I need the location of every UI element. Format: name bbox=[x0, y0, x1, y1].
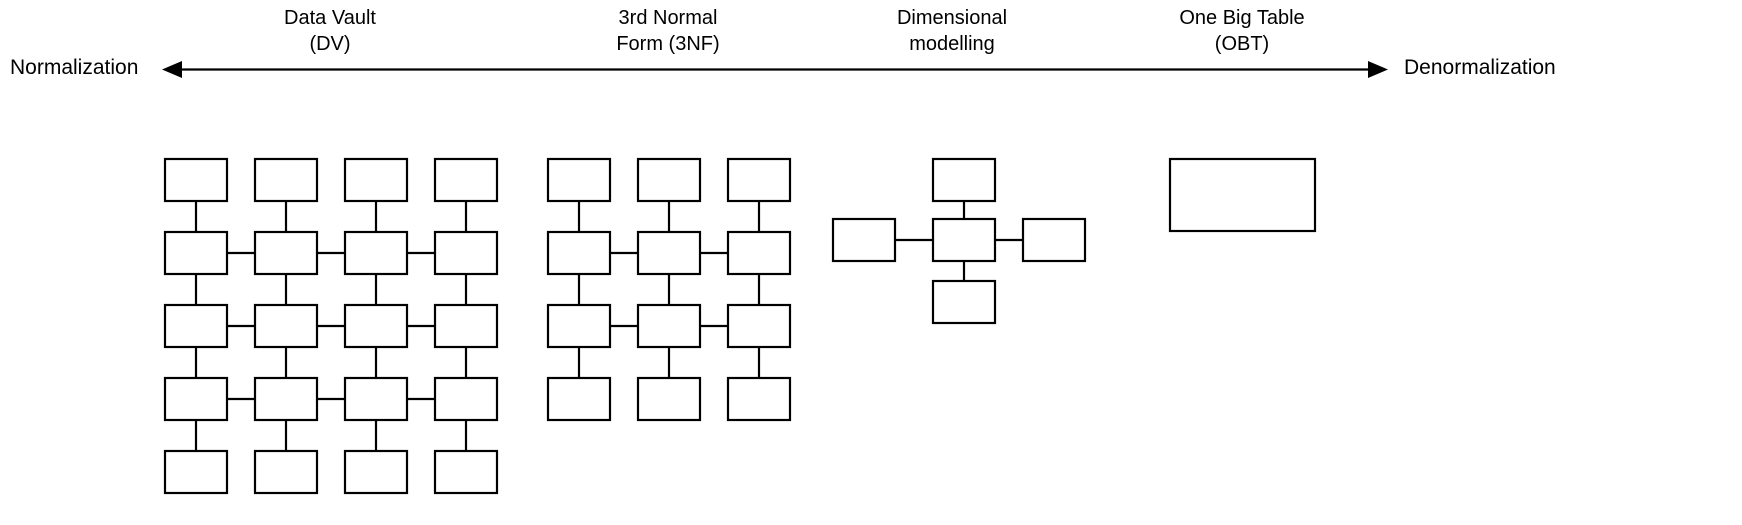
column-header-line1: Data Vault bbox=[284, 7, 376, 29]
table-node[interactable] bbox=[433, 157, 499, 203]
dv-edges bbox=[194, 201, 468, 451]
model-diagram-one-big-table bbox=[1168, 141, 1338, 241]
table-node[interactable] bbox=[433, 449, 499, 495]
table-node[interactable] bbox=[253, 449, 319, 495]
column-header-line1: Dimensional bbox=[896, 7, 1008, 29]
table-node[interactable] bbox=[726, 157, 792, 203]
table-node[interactable] bbox=[546, 376, 612, 422]
table-node[interactable] bbox=[163, 230, 229, 276]
table-node[interactable] bbox=[636, 230, 702, 276]
table-node[interactable] bbox=[433, 230, 499, 276]
table-node[interactable] bbox=[253, 376, 319, 422]
table-node[interactable] bbox=[433, 376, 499, 422]
axis-label-normalization: Normalization bbox=[10, 56, 139, 79]
table-node[interactable] bbox=[546, 303, 612, 349]
dimension-node-right[interactable] bbox=[1021, 217, 1087, 263]
table-node[interactable] bbox=[343, 449, 409, 495]
table-node[interactable] bbox=[163, 303, 229, 349]
column-header-one-big-table: One Big Table (OBT) bbox=[1112, 5, 1372, 57]
model-diagram-dimensional-modelling bbox=[831, 141, 1087, 341]
table-node[interactable] bbox=[636, 157, 702, 203]
nf3-edges bbox=[577, 201, 761, 378]
table-node[interactable] bbox=[343, 376, 409, 422]
table-node[interactable] bbox=[726, 376, 792, 422]
table-node[interactable] bbox=[343, 230, 409, 276]
table-node[interactable] bbox=[433, 303, 499, 349]
arrow-head-right bbox=[1368, 61, 1388, 78]
column-header-third-normal-form: 3rd Normal Form (3NF) bbox=[538, 5, 798, 57]
column-header-line1: One Big Table bbox=[1179, 7, 1305, 29]
column-header-line1: 3rd Normal bbox=[618, 7, 718, 29]
star-nodes bbox=[831, 157, 1087, 325]
fact-node-center[interactable] bbox=[931, 217, 997, 263]
table-node[interactable] bbox=[726, 303, 792, 349]
column-header-data-vault: Data Vault (DV) bbox=[200, 5, 460, 57]
axis-label-denormalization: Denormalization bbox=[1404, 56, 1556, 79]
column-header-dimensional-modelling: Dimensional modelling bbox=[822, 5, 1082, 57]
dimension-node-top[interactable] bbox=[931, 157, 997, 203]
table-node[interactable] bbox=[636, 376, 702, 422]
table-node[interactable] bbox=[253, 303, 319, 349]
table-node[interactable] bbox=[636, 303, 702, 349]
spectrum-arrow bbox=[160, 52, 1390, 93]
arrow-head-left bbox=[162, 61, 182, 78]
column-header-line2: Form (3NF) bbox=[616, 33, 720, 55]
table-node[interactable] bbox=[253, 157, 319, 203]
nf3-nodes bbox=[546, 157, 792, 422]
dimension-node-bottom[interactable] bbox=[931, 279, 997, 325]
column-header-line2: (OBT) bbox=[1214, 33, 1270, 55]
star-edges bbox=[895, 201, 1023, 281]
column-header-line2: modelling bbox=[909, 33, 995, 55]
model-diagram-third-normal-form bbox=[546, 155, 808, 422]
table-node[interactable] bbox=[726, 230, 792, 276]
table-node[interactable] bbox=[163, 449, 229, 495]
table-node[interactable] bbox=[253, 230, 319, 276]
dv-nodes bbox=[163, 157, 499, 495]
one-big-table-node[interactable] bbox=[1168, 157, 1317, 233]
table-node[interactable] bbox=[163, 157, 229, 203]
column-header-line2: (DV) bbox=[309, 33, 351, 55]
table-node[interactable] bbox=[163, 376, 229, 422]
table-node[interactable] bbox=[343, 303, 409, 349]
table-node[interactable] bbox=[546, 230, 612, 276]
model-diagram-data-vault bbox=[163, 155, 515, 525]
table-node[interactable] bbox=[546, 157, 612, 203]
table-node[interactable] bbox=[343, 157, 409, 203]
dimension-node-left[interactable] bbox=[831, 217, 897, 263]
